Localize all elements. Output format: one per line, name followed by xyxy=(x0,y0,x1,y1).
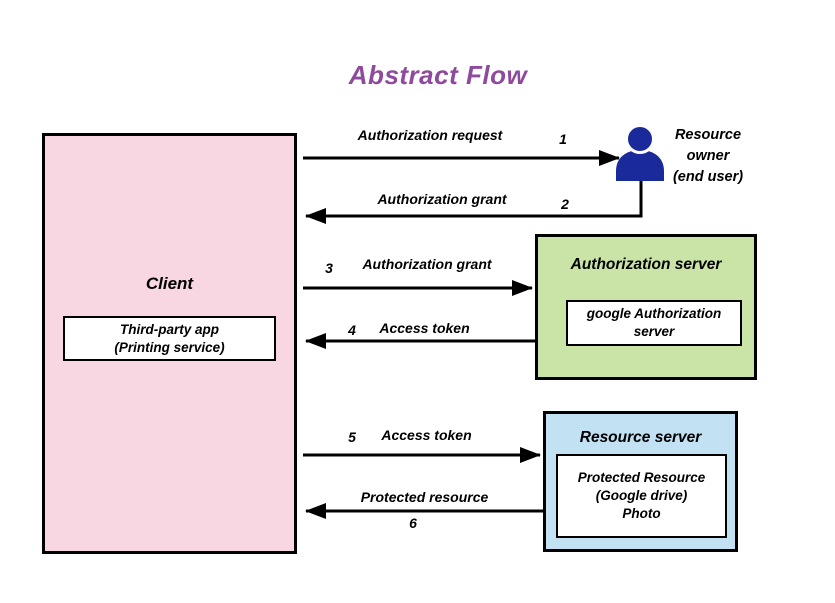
authorization-server-box: Authorization server google Authorizatio… xyxy=(535,234,757,380)
flow-4-label: Access token xyxy=(379,320,470,336)
flow-2-label: Authorization grant xyxy=(377,191,507,207)
authorization-server-label: Authorization server xyxy=(570,256,722,273)
resource-server-box: Resource server Protected Resource (Goog… xyxy=(543,411,738,552)
flow-2-number: 2 xyxy=(561,196,569,212)
resource-server-inner-label: Protected Resource (Google drive) Photo xyxy=(577,470,706,521)
flow-6-number: 6 xyxy=(409,515,417,531)
person-head xyxy=(625,124,655,154)
resource-server-label: Resource server xyxy=(579,429,702,446)
flow-5-label: Access token xyxy=(381,427,472,443)
flow-4-number: 4 xyxy=(348,322,356,338)
client-label: Client xyxy=(145,274,194,293)
client-inner-box: Third-party app (Printing service) xyxy=(63,316,276,361)
flow-1-number: 1 xyxy=(559,131,567,147)
flow-1-label: Authorization request xyxy=(357,127,503,143)
flow-6-label: Protected resource xyxy=(360,489,489,505)
resource-server-inner-box: Protected Resource (Google drive) Photo xyxy=(556,454,727,538)
flow-3-label: Authorization grant xyxy=(362,256,492,272)
resource-owner-label: Resource owner (end user) xyxy=(672,127,744,186)
flow-5-number: 5 xyxy=(348,429,356,445)
client-inner-label: Third-party app (Printing service) xyxy=(114,321,225,355)
authorization-server-inner-box: google Authorization server xyxy=(566,300,742,346)
diagram-title: Abstract Flow xyxy=(348,60,528,90)
authorization-server-inner-label: google Authorization server xyxy=(586,306,722,339)
client-box: Client Third-party app (Printing service… xyxy=(42,133,297,554)
flow-3-number: 3 xyxy=(325,260,333,276)
